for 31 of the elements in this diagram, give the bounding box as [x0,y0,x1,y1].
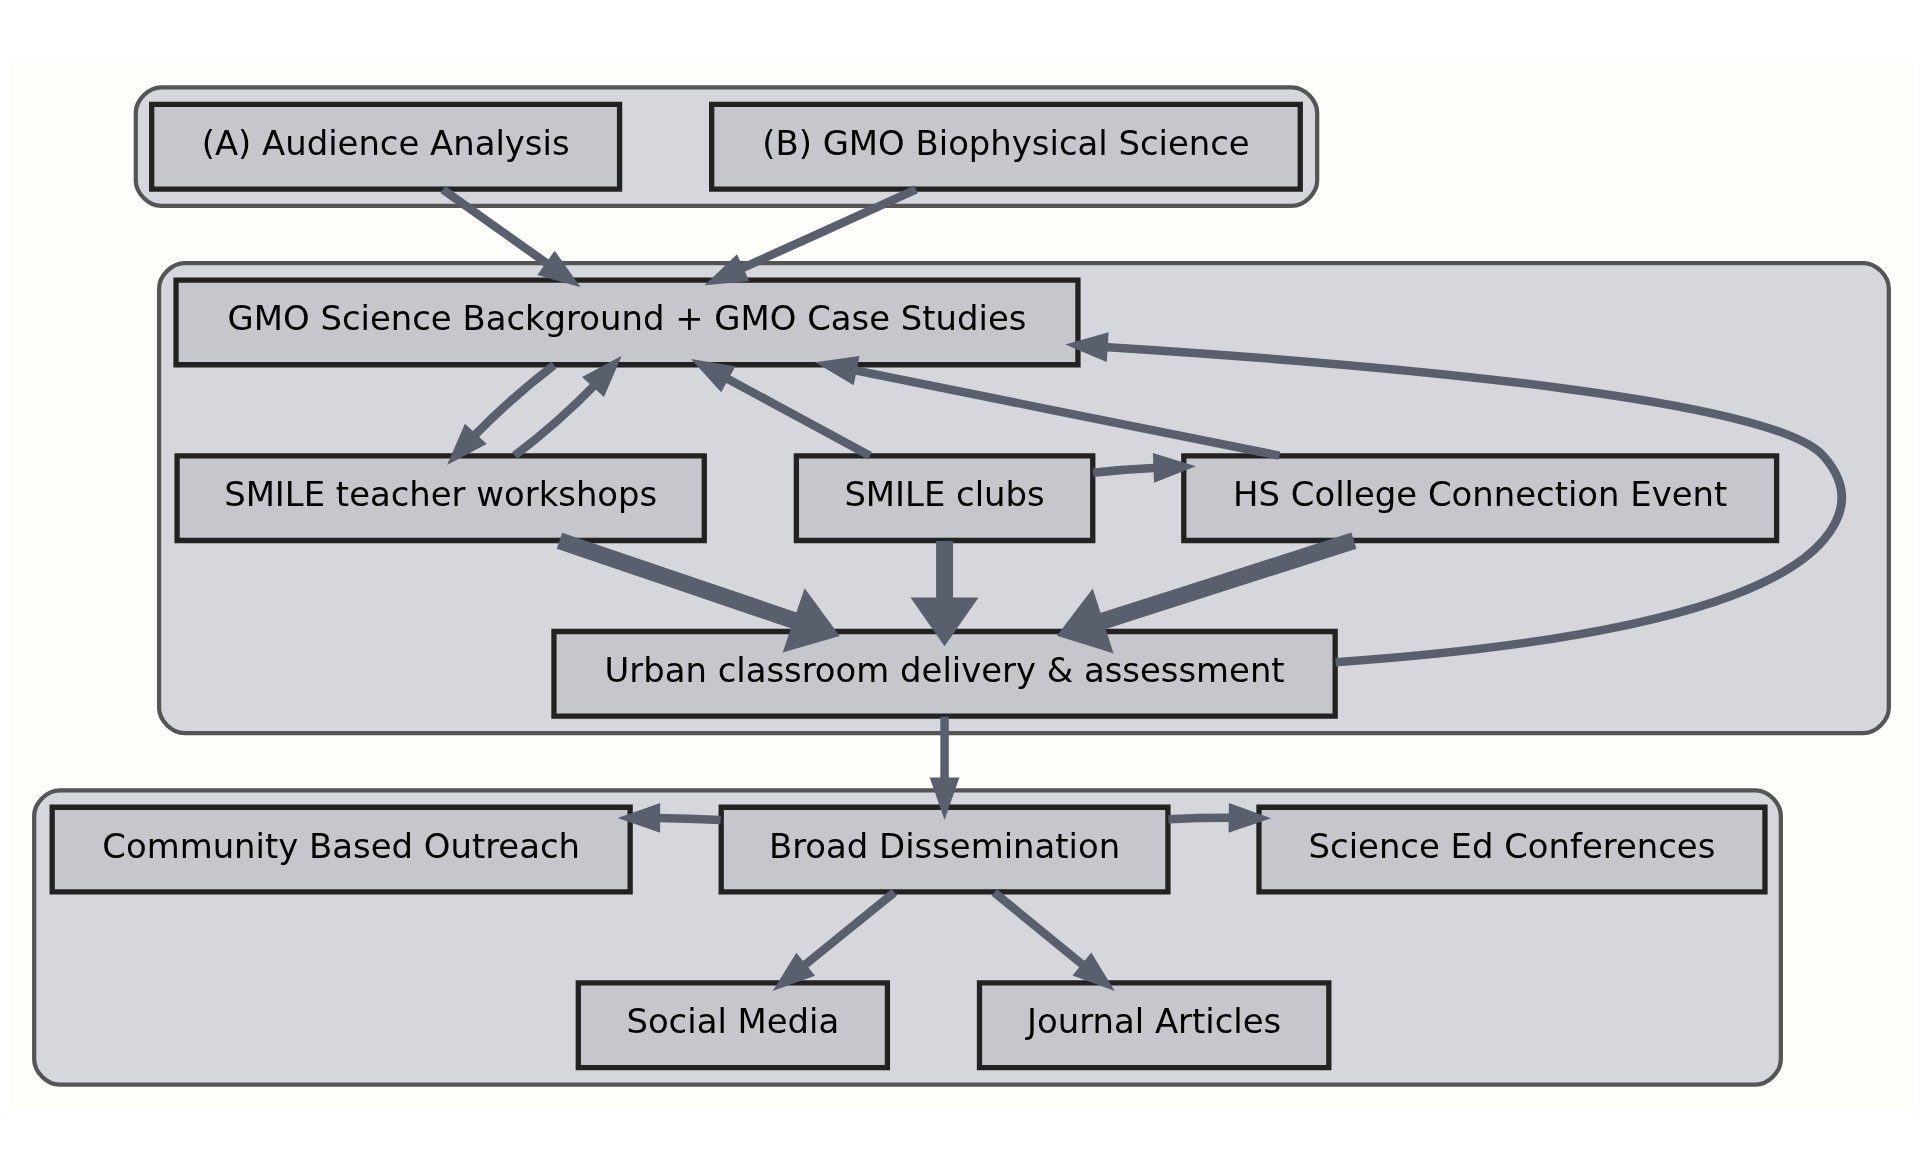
cluster [32,787,1783,1087]
arrow [929,716,960,820]
arrow [1056,532,1357,653]
arrow [617,802,721,833]
arrow [704,185,918,285]
arrow [690,358,872,459]
arrow [1092,452,1196,483]
cluster [156,260,1891,735]
arrow [1065,331,1846,666]
arrow [910,540,979,646]
arrow [1168,802,1272,833]
node-box: HS College Connection Event [1181,452,1780,543]
node-box: (A) Audience Analysis [149,101,623,192]
node-box: SMILE clubs [793,452,1096,543]
node-box: Broad Dissemination [718,804,1171,895]
node-box: Science Ed Conferences [1256,804,1768,895]
node-box: Journal Articles [976,979,1332,1070]
arrow [991,888,1115,991]
arrow [772,888,898,991]
cluster [133,84,1320,208]
node-box: SMILE teacher workshops [174,452,707,543]
node-box: Urban classroom delivery & assessment [551,628,1338,719]
node-box: GMO Science Background + GMO Case Studies [173,276,1081,367]
node-box: Community Based Outreach [49,804,633,895]
node-box: Social Media [575,979,891,1070]
arrow [556,532,840,653]
arrow [512,355,622,459]
arrow [447,361,557,465]
arrow [440,185,581,287]
node-box: (B) GMO Biophysical Science [709,101,1303,192]
arrow [815,355,1281,460]
